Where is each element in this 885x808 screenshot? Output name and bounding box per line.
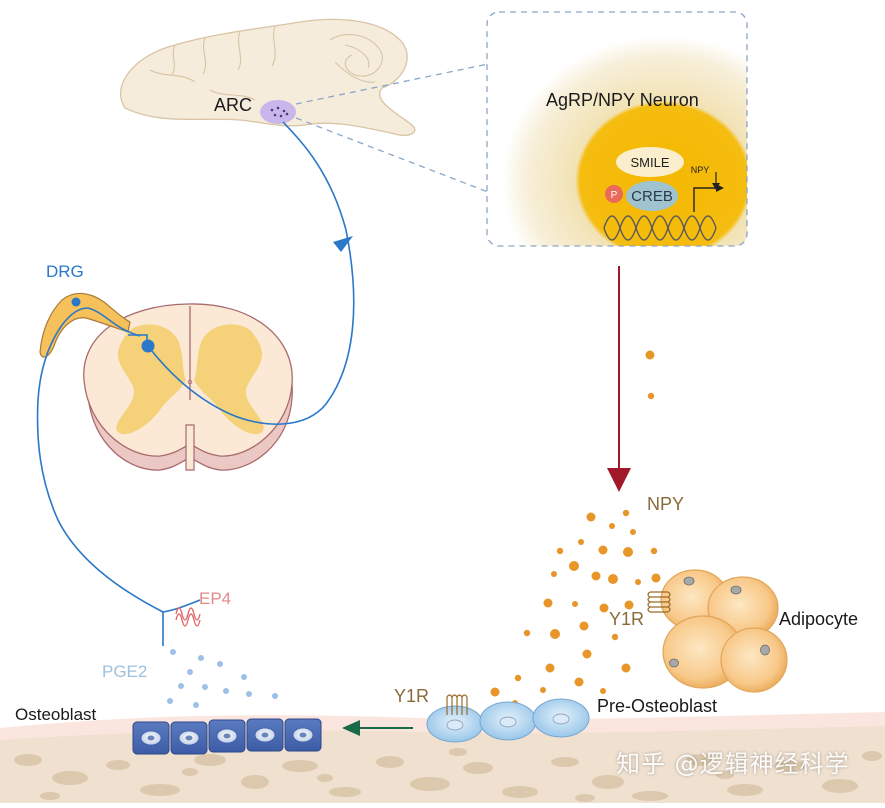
smile-protein xyxy=(616,147,684,177)
y1r-receptor-preosteoblast xyxy=(446,694,468,715)
arc-nucleus xyxy=(260,100,296,124)
y1r-receptor-adipocyte xyxy=(647,591,671,613)
ascending-arrow-head xyxy=(333,236,353,252)
neuron-label: AgRP/NPY Neuron xyxy=(546,90,699,110)
bone-pores xyxy=(14,748,882,802)
nerve-pathways xyxy=(36,121,355,646)
adipocyte-cluster xyxy=(647,569,788,693)
drg-ganglion xyxy=(39,292,131,358)
npy-gene-label: NPY xyxy=(691,165,710,175)
pge2-molecules xyxy=(167,649,278,708)
creb-label: CREB xyxy=(631,188,673,205)
osteoblast-label: Osteoblast xyxy=(15,705,97,724)
ascending-pathway xyxy=(147,121,355,425)
arc-neurons xyxy=(270,106,289,118)
dorsal-horn-neuron xyxy=(141,339,155,353)
adipocyte-label: Adipocyte xyxy=(779,609,859,629)
ep4-label: EP4 xyxy=(199,589,232,608)
creb-protein xyxy=(626,181,678,211)
osteoblast-row xyxy=(132,718,322,755)
pge2-label: PGE2 xyxy=(102,662,148,681)
sensory-fiber-drg xyxy=(87,307,141,337)
green-arrow-head xyxy=(342,720,360,736)
watermark: 知乎 @逻辑神经科学 xyxy=(616,750,850,778)
ep4-receptor xyxy=(175,607,201,621)
neuron-inset xyxy=(486,11,748,247)
arc-label: ARC xyxy=(214,95,253,115)
brain xyxy=(119,18,416,136)
y1r-adipocyte-label: Y1R xyxy=(609,609,645,629)
zoom-lines xyxy=(295,63,489,193)
y1r-preosteoblast-label: Y1R xyxy=(394,686,430,706)
smile-label: SMILE xyxy=(630,155,669,170)
phospho-marker xyxy=(605,185,623,203)
npy-label: NPY xyxy=(647,494,685,514)
transcription-start-arrow xyxy=(693,187,720,212)
gray-matter-left xyxy=(116,324,186,435)
npy-molecules xyxy=(490,350,661,706)
sensory-fiber-bone xyxy=(36,307,164,613)
gray-matter-right xyxy=(194,324,264,435)
phospho-label: P xyxy=(611,190,618,201)
red-arrow-head xyxy=(607,468,631,492)
adipocyte-cell xyxy=(720,627,788,693)
ep4-terminal xyxy=(162,599,201,613)
dna-strand xyxy=(603,215,717,241)
drg-label: DRG xyxy=(46,262,84,281)
drg-soma xyxy=(71,297,81,307)
pre-osteoblast-label: Pre-Osteoblast xyxy=(597,696,718,716)
pre-osteoblast-group xyxy=(426,694,590,743)
